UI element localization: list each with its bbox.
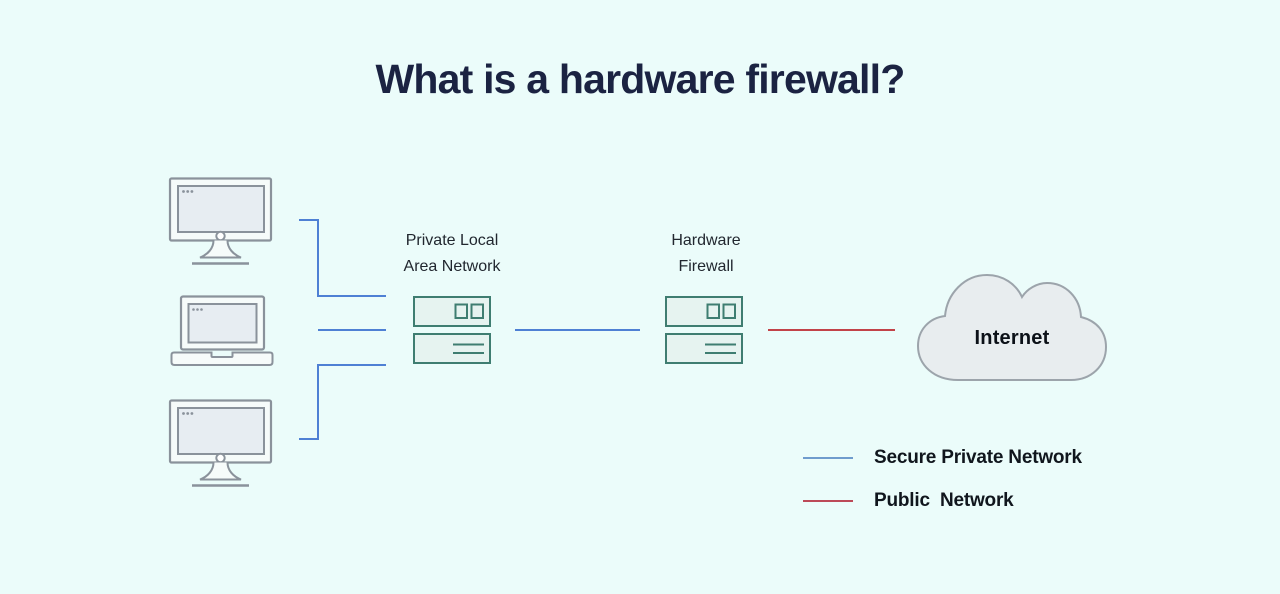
firewall-label-line1: Hardware	[671, 232, 741, 249]
legend-label-public: Public Network	[874, 490, 1014, 511]
desktop-computer-icon-top	[168, 177, 273, 265]
cloud-icon	[916, 273, 1108, 381]
legend-row-secure: Secure Private Network	[802, 444, 1082, 472]
secure-network-line-swatch	[803, 457, 853, 459]
desktop-computer-icon-bottom	[168, 399, 273, 487]
hardware-firewall-icon	[665, 296, 743, 364]
page-title: What is a hardware firewall?	[375, 56, 906, 102]
legend: Secure Private Network Public Network	[802, 444, 1082, 530]
public-network-line-swatch	[803, 500, 853, 502]
firewall-label-line2: Firewall	[678, 258, 734, 275]
lan-device-label: Private Local Area Network	[352, 228, 552, 280]
lan-device-label-line1: Private Local	[405, 232, 499, 249]
internet-label: Internet	[974, 327, 1050, 349]
secure-line-computer-top	[299, 219, 386, 297]
secure-line-computer-bottom	[299, 364, 386, 440]
internet-cloud: Internet	[912, 266, 1112, 388]
lan-device-icon	[413, 296, 491, 364]
firewall-label: Hardware Firewall	[606, 228, 806, 280]
laptop-computer-icon-middle	[170, 295, 274, 366]
legend-row-public: Public Network	[802, 487, 1082, 515]
lan-device-label-line2: Area Network	[403, 258, 501, 275]
legend-label-secure: Secure Private Network	[874, 447, 1082, 468]
